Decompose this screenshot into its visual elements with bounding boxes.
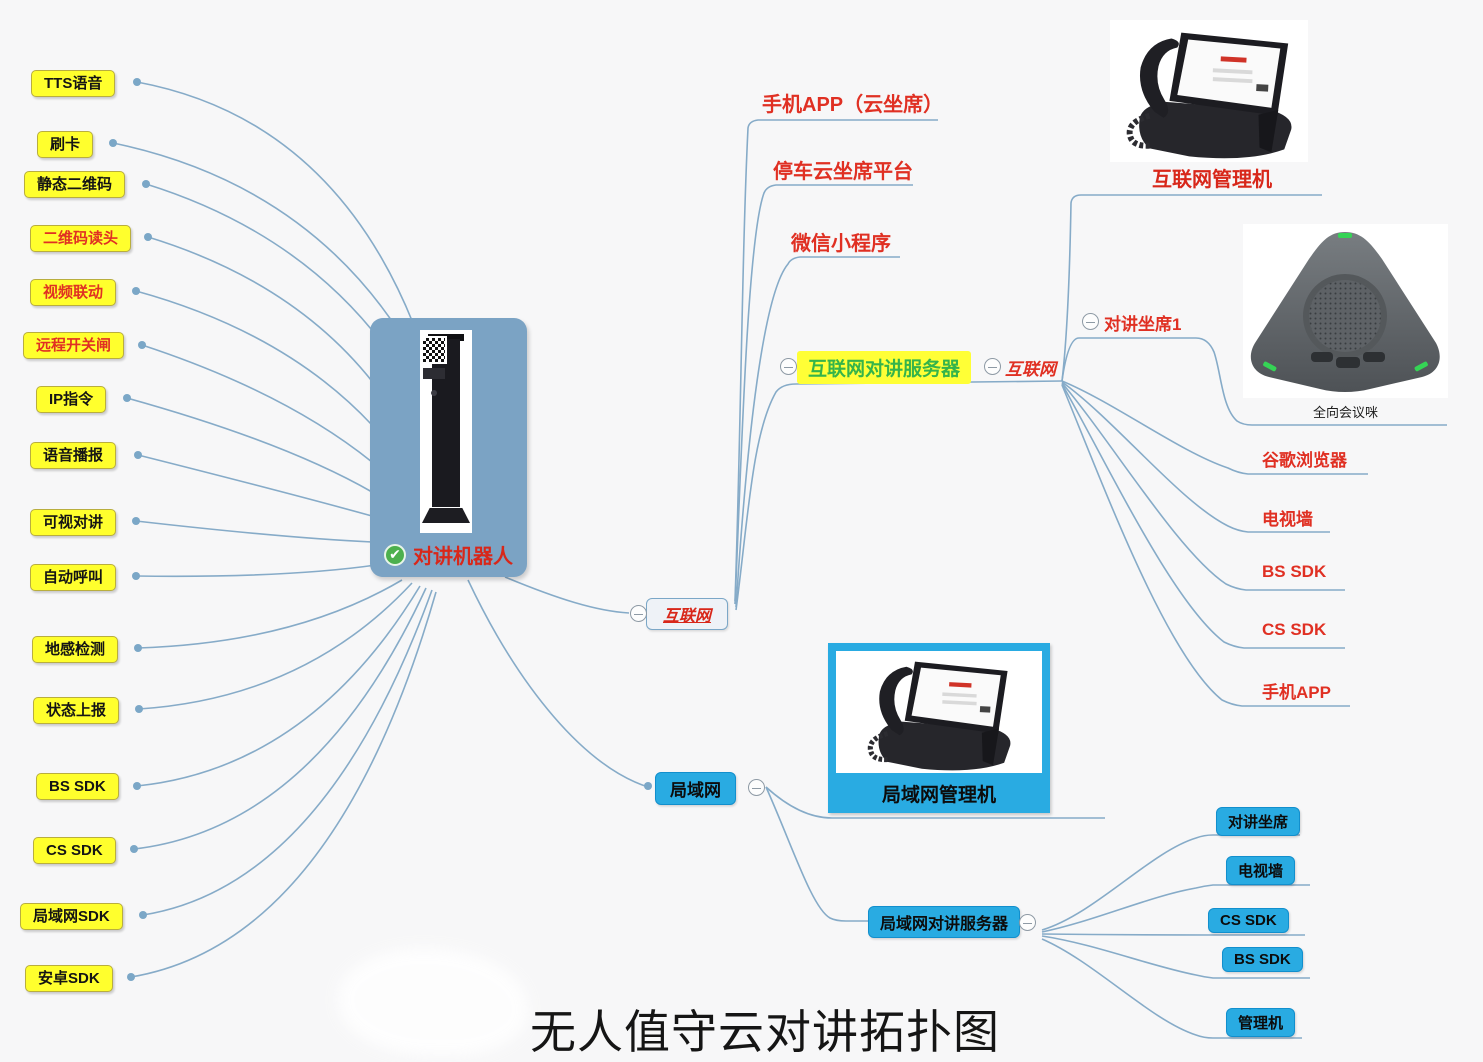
seat1-node[interactable]: 对讲坐席1 <box>1104 315 1182 334</box>
lan-manager-caption: 局域网管理机 <box>881 785 996 806</box>
diagram-title: 无人值守云对讲拓扑图 <box>530 1006 1000 1058</box>
collapse-icon-lan[interactable] <box>748 779 765 796</box>
client-cs-sdk[interactable]: CS SDK <box>1262 620 1327 639</box>
kiosk-image <box>420 330 472 533</box>
feature-node-status[interactable]: 状态上报 <box>33 697 120 724</box>
client-bs-sdk[interactable]: BS SDK <box>1262 562 1327 581</box>
conference-mic-caption: 全向会议咪 <box>1312 405 1378 420</box>
internet-node[interactable]: 互联网 <box>646 598 729 630</box>
feature-node-voice[interactable]: 语音播报 <box>30 442 117 469</box>
robot-label: 对讲机器人 <box>413 546 513 568</box>
connector-dots <box>109 78 652 981</box>
lan-client-cs-sdk[interactable]: CS SDK <box>1208 908 1289 933</box>
feature-node-gate[interactable]: 远程开关闸 <box>23 332 125 359</box>
feature-node-androidsdk[interactable]: 安卓SDK <box>25 965 113 992</box>
watermark <box>338 948 528 1056</box>
lan-node[interactable]: 局域网 <box>655 772 736 805</box>
lan-client-tv-wall[interactable]: 电视墙 <box>1226 856 1296 885</box>
feature-node-loop[interactable]: 地感检测 <box>32 636 119 663</box>
qr-code <box>421 336 447 364</box>
lan-client-bs-sdk[interactable]: BS SDK <box>1222 947 1303 972</box>
internet-link-label[interactable]: 互联网 <box>1005 360 1056 379</box>
lan-manager-phone-image <box>840 653 1038 773</box>
lan-client-manager[interactable]: 管理机 <box>1226 1008 1296 1037</box>
collapse-icon-internet[interactable] <box>630 605 647 622</box>
branch-parking-cloud[interactable]: 停车云坐席平台 <box>773 161 913 183</box>
branch-wechat-mini[interactable]: 微信小程序 <box>791 233 891 255</box>
intercom-robot-node[interactable]: ✔ 对讲机器人 <box>370 318 527 577</box>
lan-manager-image-node[interactable]: 局域网管理机 <box>828 643 1050 813</box>
feature-node-autocall[interactable]: 自动呼叫 <box>30 564 117 591</box>
lan-client-seat[interactable]: 对讲坐席 <box>1216 807 1301 836</box>
feature-node-videocall[interactable]: 可视对讲 <box>30 509 117 536</box>
feature-node-staticqr[interactable]: 静态二维码 <box>24 171 126 198</box>
feature-node-lansdk[interactable]: 局域网SDK <box>20 903 123 930</box>
branch-phone-app-cloud[interactable]: 手机APP（云坐席） <box>762 94 944 116</box>
collapse-icon-internet-link[interactable] <box>984 358 1001 375</box>
feature-node-card[interactable]: 刷卡 <box>37 131 94 158</box>
feature-node-qrreader[interactable]: 二维码读头 <box>30 225 132 252</box>
collapse-icon-lan-server[interactable] <box>1019 914 1036 931</box>
check-icon: ✔ <box>384 543 406 566</box>
feature-node-tts[interactable]: TTS语音 <box>31 70 116 97</box>
collapse-icon-internet-server[interactable] <box>780 358 797 375</box>
internet-manager-phone-image <box>1110 22 1308 162</box>
feature-node-cssdk[interactable]: CS SDK <box>33 837 116 864</box>
internet-manager-caption: 互联网管理机 <box>1152 169 1272 191</box>
client-tv-wall[interactable]: 电视墙 <box>1262 510 1313 529</box>
conference-mic-image <box>1250 232 1440 392</box>
feature-node-ipcmd[interactable]: IP指令 <box>36 386 107 413</box>
collapse-icon-seat1[interactable] <box>1082 313 1099 330</box>
lan-intercom-server-node[interactable]: 局域网对讲服务器 <box>868 906 1021 938</box>
camera-slot <box>423 368 445 379</box>
internet-intercom-server-node[interactable]: 互联网对讲服务器 <box>797 351 972 384</box>
client-chrome-browser[interactable]: 谷歌浏览器 <box>1262 451 1347 470</box>
client-phone-app[interactable]: 手机APP <box>1262 683 1331 702</box>
feature-node-video[interactable]: 视频联动 <box>30 279 117 306</box>
feature-node-bssdk[interactable]: BS SDK <box>36 773 119 800</box>
